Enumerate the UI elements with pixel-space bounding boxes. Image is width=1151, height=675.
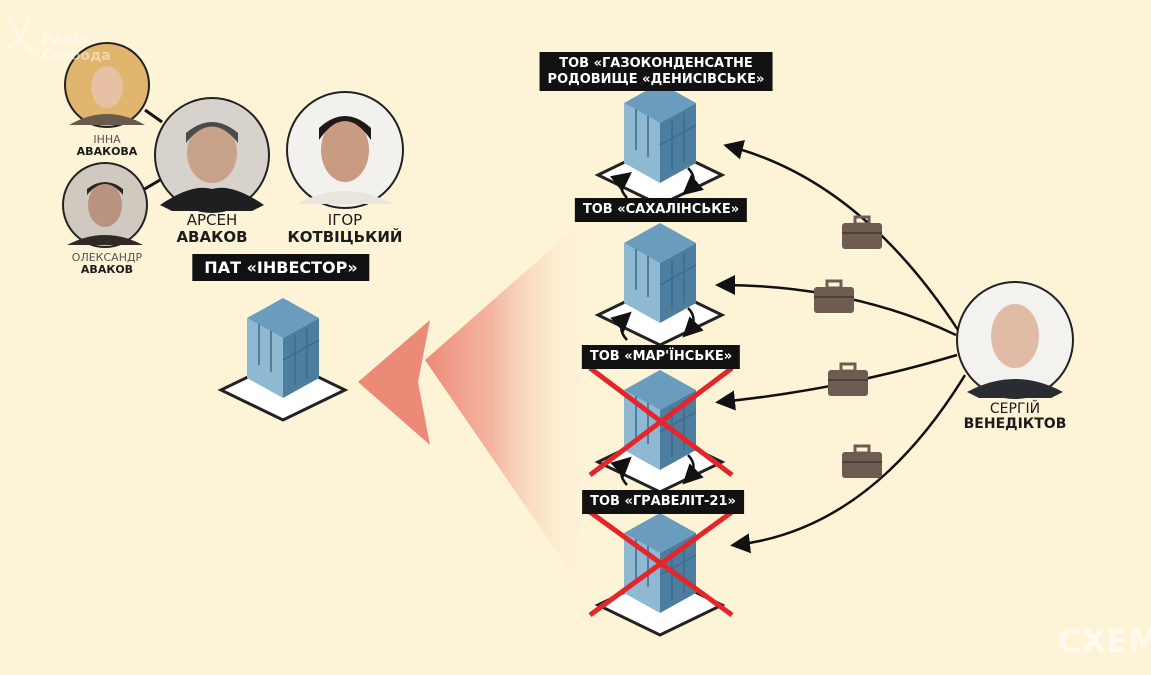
label-gravelit: ТОВ «ГРАВЕЛІТ-21» (582, 490, 744, 514)
portrait-sergiy (956, 281, 1074, 399)
cross-icon (588, 366, 734, 618)
last-name: АВАКОВ (176, 227, 248, 246)
briefcase-icon (840, 444, 884, 480)
building-denysivske (596, 81, 724, 207)
label-denysivske: ТОВ «ГАЗОКОНДЕНСАТНЕ РОДОВИЩЕ «ДЕНИСІВСЬ… (539, 52, 773, 92)
building-investor (219, 296, 347, 422)
person-sergiy: СЕРГІЙ ВЕНЕДІКТОВ (963, 401, 1067, 433)
portrait-igor (286, 91, 404, 209)
last-name: АВАКОВА (76, 145, 138, 159)
watermark: СХЕМ (1058, 622, 1151, 660)
last-name: ВЕНЕДІКТОВ (963, 416, 1067, 433)
label-investor: ПАТ «ІНВЕСТОР» (192, 254, 370, 282)
flow-fan (425, 215, 590, 600)
first-name: ІННА (93, 133, 121, 146)
briefcase-icon (840, 215, 884, 251)
person-igor: ІГОР КОТВІЦЬКИЙ (288, 212, 403, 245)
flow-arrowhead (358, 320, 430, 445)
label-marinske: ТОВ «МАР'ЇНСЬКЕ» (581, 345, 741, 369)
portrait-inna (64, 42, 150, 128)
label-line: РОДОВИЩЕ «ДЕНИСІВСЬКЕ» (547, 71, 765, 87)
briefcase-icon (826, 362, 870, 398)
last-name: АВАКОВ (80, 263, 134, 277)
label-line: ТОВ «ГАЗОКОНДЕНСАТНЕ (559, 56, 753, 71)
first-name: ІГОР (327, 211, 363, 229)
logo-text: Радіо Свобода (42, 32, 111, 64)
briefcase-icon (812, 279, 856, 315)
building-sakhalinske (596, 221, 724, 347)
portrait-oleksandr (62, 162, 148, 248)
portrait-arsen (154, 97, 270, 213)
last-name: КОТВІЦЬКИЙ (287, 227, 403, 246)
label-sakhalinske: ТОВ «САХАЛІНСЬКЕ» (574, 198, 748, 222)
person-arsen: АРСЕН АВАКОВ (176, 212, 247, 245)
first-name: СЕРГІЙ (989, 401, 1041, 417)
person-inna: ІННА АВАКОВА (76, 133, 138, 159)
first-name: АРСЕН (186, 211, 238, 229)
first-name: ОЛЕКСАНДР (71, 251, 143, 264)
person-oleksandr: ОЛЕКСАНДР АВАКОВ (71, 251, 143, 277)
logo-icon (4, 14, 34, 54)
